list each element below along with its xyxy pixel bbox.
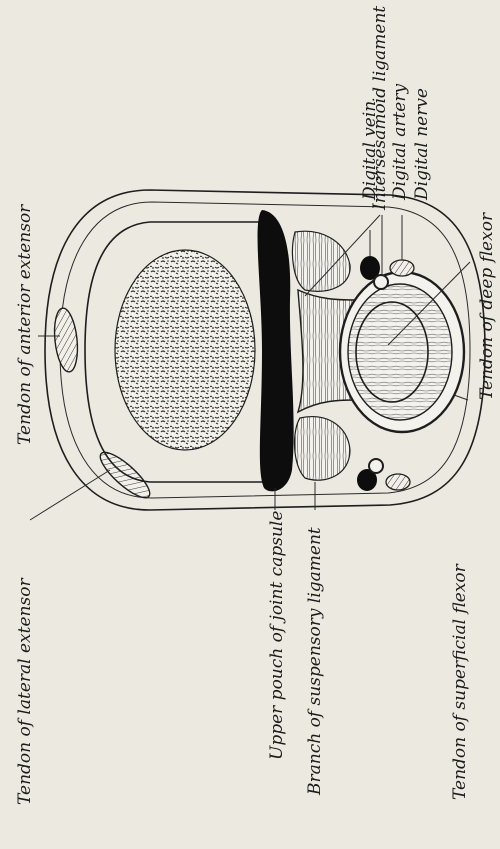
leader-superficial-flexor	[454, 395, 468, 400]
label-digital-vein: Digital vein	[360, 101, 380, 201]
digital-artery-bottom	[369, 459, 383, 473]
cannon-bone	[115, 250, 255, 450]
deep-flexor-tendon	[356, 302, 428, 402]
label-upper-pouch: Upper pouch of joint capsule	[267, 511, 287, 760]
digital-nerve-bottom	[386, 474, 410, 490]
label-superficial-flexor: Tendon of superficial flexor	[450, 563, 470, 800]
sesamoid-top	[292, 231, 350, 291]
label-anterior-extensor: Tendon of anterior extensor	[15, 204, 35, 445]
digital-nerve-top	[390, 260, 414, 276]
label-suspensory-branch: Branch of suspensory ligament	[305, 527, 325, 796]
label-digital-artery: Digital artery	[390, 84, 410, 201]
label-deep-flexor: Tendon of deep flexor	[477, 212, 497, 400]
label-lateral-extensor: Tendon of lateral extensor	[15, 578, 35, 805]
sesamoid-bottom	[295, 417, 350, 481]
anterior-extensor-tendon	[52, 307, 81, 373]
label-digital-nerve: Digital nerve	[412, 88, 432, 201]
upper-pouch-joint-capsule	[258, 210, 294, 491]
digital-artery-top	[374, 275, 388, 289]
